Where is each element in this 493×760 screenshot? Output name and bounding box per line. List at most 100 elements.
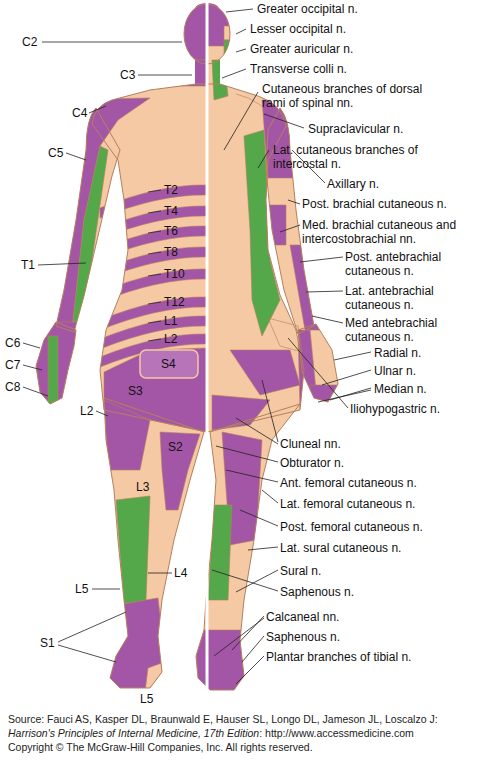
dermatome-label: S4 [161,357,176,371]
leader-line [23,343,40,348]
dermatome-label: T4 [164,204,178,218]
nerve-label: Cutaneous branches of dorsal rami of spi… [262,82,437,110]
leader-line [148,190,161,192]
leader-line [288,338,348,408]
nerve-label: Post. femoral cutaneous n. [280,520,423,534]
leader-line [96,411,108,416]
dermatome-label: T10 [164,267,185,281]
nerve-region [266,205,286,245]
dermatome-label: C8 [5,380,20,394]
leader-line [236,49,246,52]
leader-line [300,257,343,262]
leader-line [148,211,161,213]
nerve-label: Post. antebrachial cutaneous n. [345,250,460,278]
dermatome-label: T2 [164,183,178,197]
leader-line [226,9,253,12]
leader-line [38,263,86,265]
dermatome-band [100,269,207,302]
leader-line [262,380,278,442]
nerve-label: Med. brachial cutaneous and intercostobr… [302,218,467,246]
leader-line [236,656,264,684]
source-credit: : http://www.accessmedicine.com [259,727,414,740]
leader-line [23,387,48,396]
nerve-label: Greater occipital n. [257,2,358,16]
nerve-label: Radial n. [374,346,421,360]
dermatome-region [160,432,200,510]
source-credit: Copyright © The McGraw-Hill Companies, I… [8,741,313,754]
nerve-region [224,40,240,64]
nerve-label: Ant. femoral cutaneous n. [280,476,417,490]
dermatome-label: T6 [164,224,178,238]
leader-line [214,618,264,656]
nerve-label: Lesser occipital n. [250,22,346,36]
nerve-label: Plantar branches of tibial n. [266,650,411,664]
dermatome-label: T1 [21,258,35,272]
leader-line [240,510,278,526]
outline [92,84,304,432]
nerve-label: Saphenous n. [280,585,354,599]
dermatome-region [104,400,150,470]
nerve-region [230,350,300,395]
nerve-label: Calcaneal nn. [266,610,339,624]
dermatome-region [140,350,198,378]
leader-line [224,92,258,150]
nerve-label: Obturator n. [280,456,344,470]
leader-line [148,321,161,323]
leader-line [258,150,269,168]
nerve-label: Lat. cutaneous branches of intercostal n… [273,143,423,171]
leader-line [42,42,182,43]
leader-line [318,390,371,402]
leader-line [280,225,300,232]
nerve-label: Sural n. [280,564,321,578]
leader-line [148,231,161,233]
leader-line [148,252,161,254]
leader-line [306,291,343,292]
leader-line [288,200,300,204]
dermatome-label: S2 [168,440,183,454]
midline-divider [206,0,209,702]
leader-line [226,470,278,482]
leader-line [232,616,264,650]
dermatome-label: C7 [5,358,20,372]
outline [36,322,76,404]
dermatome-label: S3 [128,384,143,398]
dermatome-label: C6 [5,336,20,350]
dermatome-region [116,496,150,604]
nerve-label: Median n. [374,382,427,396]
nerve-label: Cluneal nn. [280,437,341,451]
source-credit: Harrison's Principles of Internal Medici… [8,727,259,740]
leader-line [222,69,246,78]
leader-line [89,106,106,113]
nerve-region [290,245,320,330]
nerve-label: Lat. antebrachial cutaneous n. [345,284,460,312]
dermatome-label: S1 [40,636,55,650]
nerve-label: Greater auricular n. [250,42,353,56]
leader-line [216,446,278,462]
nerve-label: Iliohypogastric n. [350,402,440,416]
dermatome-label: C4 [72,106,87,120]
leader-line [236,29,246,34]
dermatome-region [20,322,90,420]
source-credit: Source: Fauci AS, Kasper DL, Braunwald E… [8,713,438,726]
leader-line [148,573,172,574]
dermatome-label: C3 [120,68,135,82]
leader-line [312,316,343,323]
nerve-label: Supraclavicular n. [308,122,403,136]
leader-line [66,153,86,160]
dermatome-label: L5 [140,692,153,706]
leader-line [58,612,126,642]
leader-lines [23,9,371,684]
dermatome-region [0,60,207,86]
nerve-label: Saphenous n. [266,630,340,644]
outline [56,108,120,332]
leader-line [148,302,161,304]
outline [298,324,338,402]
dermatome-label: L5 [75,582,88,596]
nerve-label: Transverse colli n. [250,62,347,76]
leader-line [242,636,264,662]
leader-line [262,490,278,503]
leader-line [148,339,161,341]
leader-line [212,570,278,591]
dermatome-label: L2 [80,404,93,418]
